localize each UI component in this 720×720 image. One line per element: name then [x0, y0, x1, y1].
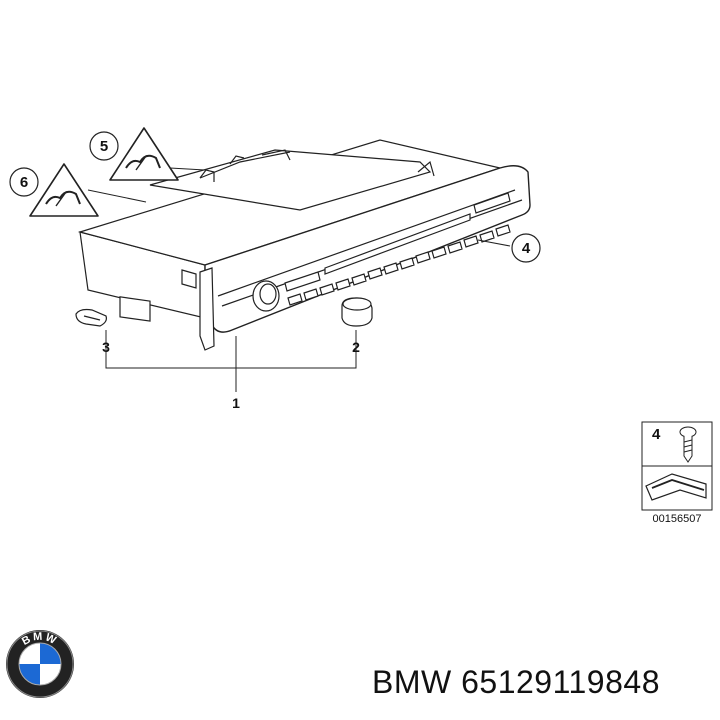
callout-3-label: 3	[102, 339, 110, 355]
leader-lines	[87, 167, 511, 392]
catalog-number: 00156507	[653, 513, 702, 525]
esd-warning-triangle-5	[109, 127, 179, 181]
cover-clip-part	[75, 308, 107, 327]
bmw-logo: BMW	[6, 630, 74, 698]
callout-4-label: 4	[522, 240, 531, 257]
caption-brand: BMW	[372, 664, 452, 700]
esd-warning-triangle-6	[29, 163, 99, 217]
screw-icon	[679, 426, 697, 463]
knob-cap-part	[341, 297, 373, 327]
legend-item-number: 4	[652, 426, 661, 443]
legend-box: 4 00156507	[641, 421, 713, 525]
svg-text:BMW: BMW	[20, 631, 60, 648]
callout-2-label: 2	[352, 339, 360, 355]
callout-6-label: 6	[20, 174, 28, 191]
callout-1-label: 1	[232, 395, 240, 411]
caption-part-number: 65129119848	[461, 664, 660, 700]
part-caption: BMW 65129119848	[372, 664, 660, 701]
radio-unit-body	[77, 139, 531, 351]
callout-5-label: 5	[100, 138, 108, 155]
callout-6: 6	[9, 167, 39, 197]
callout-5: 5	[89, 131, 119, 161]
surface-marker-icon	[645, 473, 707, 501]
callout-4: 4	[511, 233, 541, 263]
